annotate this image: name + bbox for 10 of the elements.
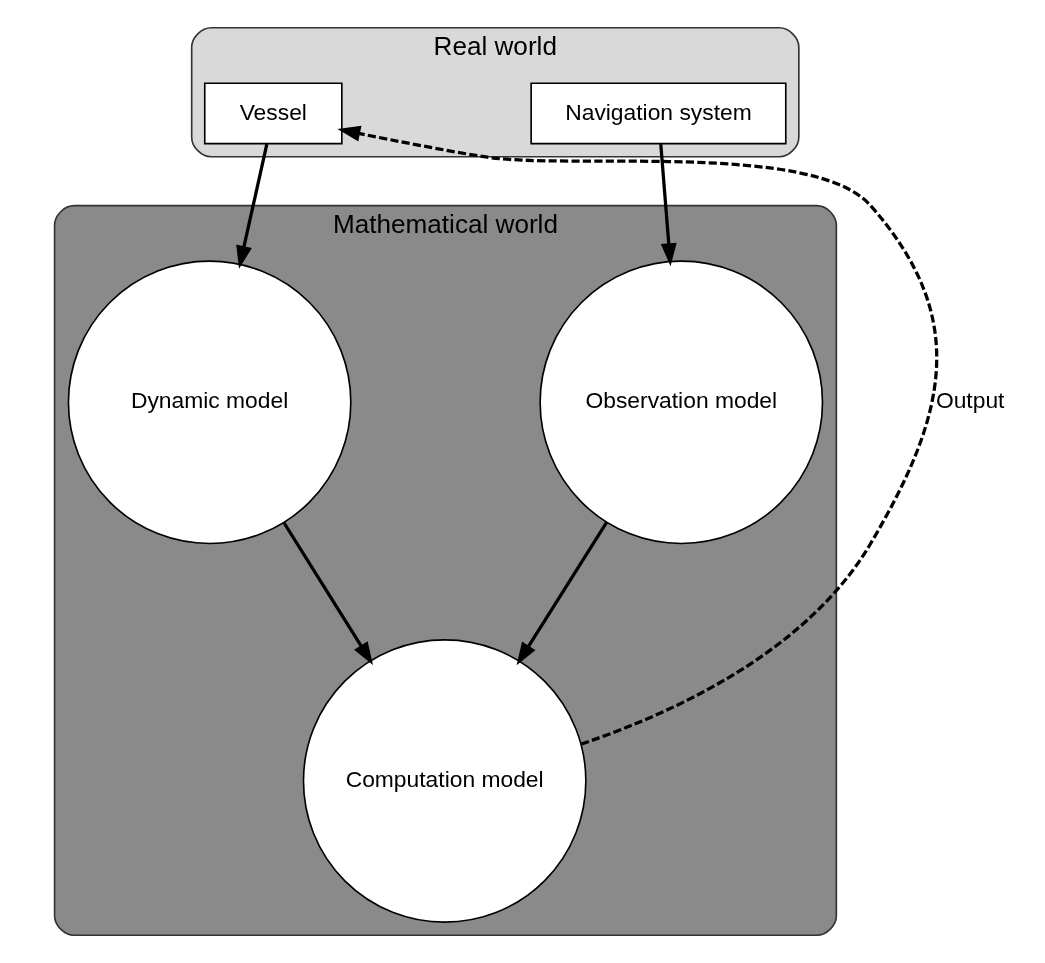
arrow <box>235 143 268 269</box>
node-circle: Dynamic model <box>67 260 352 545</box>
node-circle: Observation model <box>538 260 823 545</box>
arrow <box>336 125 938 746</box>
arrow <box>516 521 608 666</box>
arrow <box>658 143 677 267</box>
node-box: Navigation system <box>529 82 787 145</box>
arrow <box>282 521 373 665</box>
node-box: Vessel <box>203 82 343 145</box>
edge-label: Output <box>935 387 1004 414</box>
